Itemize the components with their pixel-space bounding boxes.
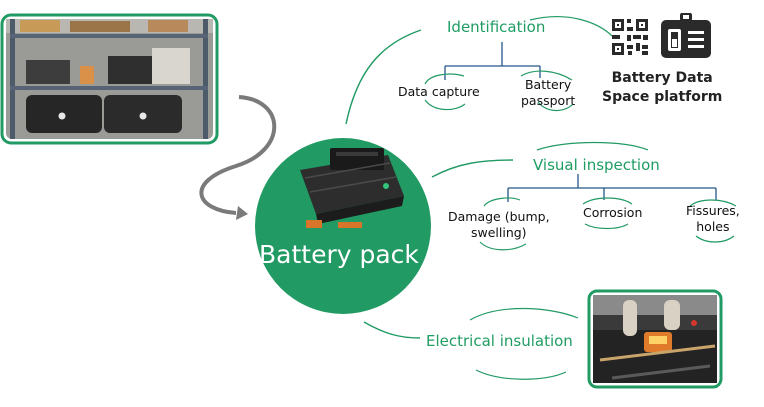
qr-code-icon <box>612 19 648 55</box>
visual-inspection-heading: Visual inspection <box>533 156 660 174</box>
data-capture-label: Data capture <box>398 84 480 99</box>
connector-identification <box>345 29 422 125</box>
battery-passport-label: Battery passport <box>521 77 576 108</box>
id-badge-icon <box>661 13 711 58</box>
connector-electrical <box>363 321 421 339</box>
connector-visual-inspection <box>431 159 514 178</box>
flow-arrow <box>199 95 277 215</box>
storage-shelf-photo <box>0 13 219 145</box>
damage-label: Damage (bump, swelling) <box>448 209 550 240</box>
fissures-holes-label: Fissures, holes <box>686 203 740 234</box>
electrical-insulation-heading: Electrical insulation <box>426 332 573 350</box>
battery-pack-label: Battery pack <box>259 240 419 269</box>
flow-arrowhead <box>236 206 248 220</box>
battery-pack-photo <box>300 148 404 228</box>
identification-heading: Identification <box>447 18 546 36</box>
battery-data-space-platform-label: Battery Data Space platform <box>602 70 723 105</box>
corrosion-label: Corrosion <box>583 205 643 220</box>
insulation-test-photo <box>587 289 723 389</box>
